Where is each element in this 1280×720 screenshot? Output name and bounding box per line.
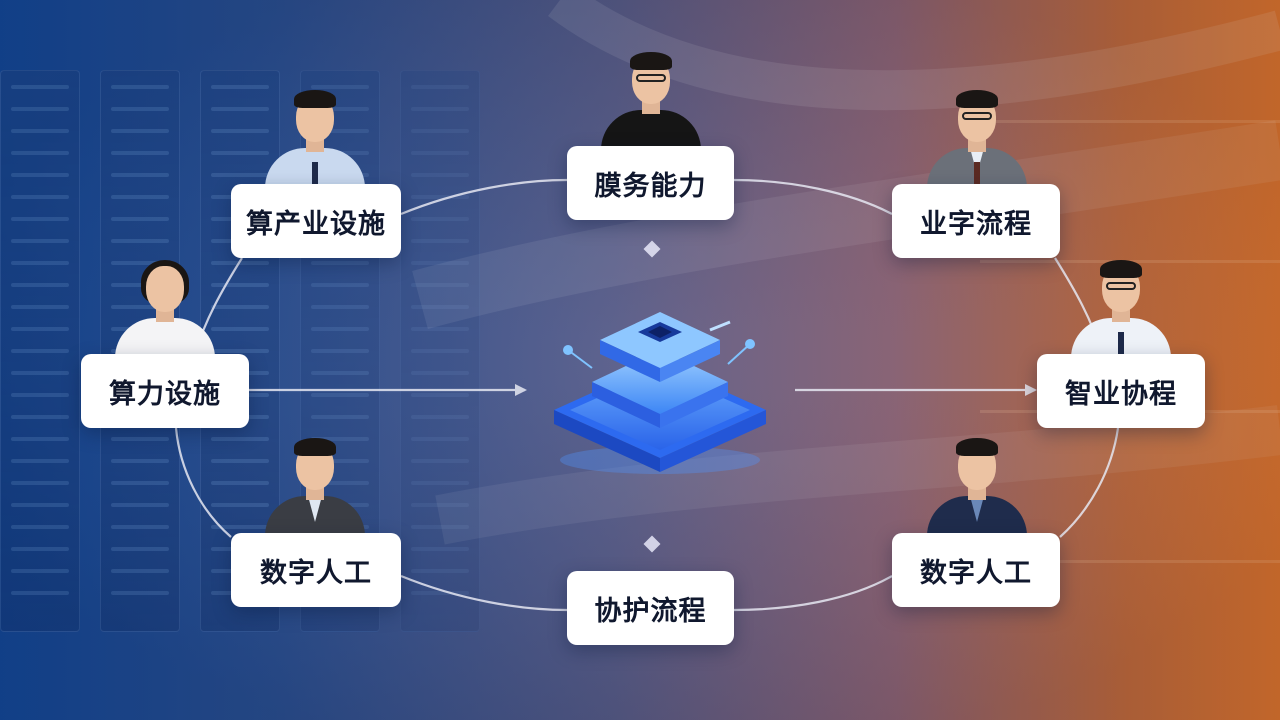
node-smart-collaboration[interactable]: 智业协程 (1037, 354, 1205, 428)
node-digital-human-right[interactable]: 数字人工 (892, 533, 1060, 607)
node-computing-infrastructure[interactable]: 算力设施 (81, 354, 249, 428)
connector-bottom-right-arc (733, 575, 893, 612)
node-digital-human-left[interactable]: 数字人工 (231, 533, 401, 607)
person-avatar (922, 426, 1032, 536)
connector-top-right-arc (733, 178, 893, 215)
connector-lower-right-arc (1059, 427, 1120, 538)
shelf-line (980, 120, 1280, 123)
node-protection-process[interactable]: 协护流程 (567, 571, 734, 645)
chip-stack-icon (554, 312, 766, 474)
person-avatar (110, 248, 220, 358)
node-service-capability[interactable]: 膜务能力 (567, 146, 734, 220)
person-avatar (260, 426, 370, 536)
connector-top-left-arc (400, 178, 568, 216)
person-avatar (1066, 248, 1176, 358)
connector-lower-left-arc (174, 427, 232, 538)
server-rack (400, 70, 480, 632)
node-industry-infrastructure[interactable]: 算产业设施 (231, 184, 401, 258)
shelf-line (980, 560, 1280, 563)
person-avatar (596, 40, 706, 150)
person-avatar (260, 78, 370, 188)
node-business-process[interactable]: 业字流程 (892, 184, 1060, 258)
connector-bottom-left-arc (400, 574, 568, 612)
server-rack (0, 70, 80, 632)
person-avatar (922, 78, 1032, 188)
